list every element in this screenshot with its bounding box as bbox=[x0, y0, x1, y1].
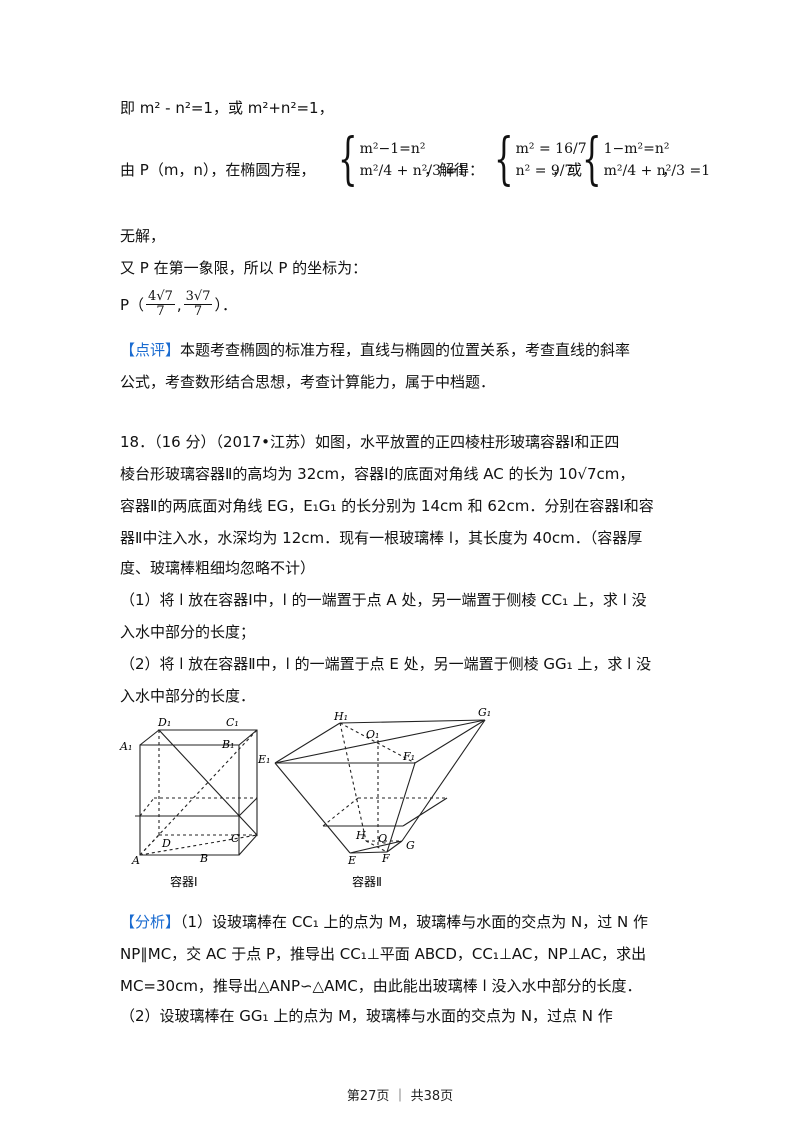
equation: m²−1=n² bbox=[359, 141, 426, 157]
text-line: ，解得： bbox=[424, 161, 485, 179]
brace-icon: { bbox=[582, 127, 602, 192]
label-Q: Q bbox=[378, 832, 387, 845]
label-A: A bbox=[131, 854, 140, 867]
fraction-denominator: 7 bbox=[193, 304, 203, 319]
fraction-denominator: 7 bbox=[156, 304, 165, 319]
text-fragment: P（ bbox=[120, 295, 145, 314]
label-D1: D₁ bbox=[157, 716, 171, 729]
label-E: E bbox=[347, 854, 356, 867]
analysis-tag: 【分析】 bbox=[120, 913, 181, 931]
figure-caption-2: 容器Ⅱ bbox=[352, 874, 382, 889]
fraction-numerator: 4√7 bbox=[146, 289, 175, 305]
review-tag: 【点评】 bbox=[120, 341, 181, 359]
question-line: 度、玻璃棒粗细均忽略不计） bbox=[120, 559, 316, 577]
question-line: 器Ⅱ中注入水，水深均为 12cm．现有一根玻璃棒 l，其长度为 40cm．（容器… bbox=[120, 529, 643, 547]
question-line: 入水中部分的长度． bbox=[120, 687, 256, 705]
label-F: F bbox=[381, 852, 390, 865]
analysis-line: （2）设玻璃棒在 GG₁ 上的点为 M，玻璃棒与水面的交点为 N，过点 N 作 bbox=[120, 1007, 613, 1025]
fraction: 4√7 7 bbox=[146, 290, 175, 319]
label-G: G bbox=[406, 839, 415, 852]
label-H: H bbox=[355, 829, 366, 842]
analysis-text: （1）设玻璃棒在 CC₁ 上的点为 M，玻璃棒与水面的交点为 N，过 N 作 bbox=[180, 913, 649, 931]
label-B1: B₁ bbox=[221, 738, 235, 751]
page-footer: 第27页 ｜ 共38页 bbox=[346, 1089, 454, 1104]
comma: , bbox=[176, 295, 182, 314]
text-line: ， bbox=[662, 161, 678, 179]
label-O1: O₁ bbox=[366, 728, 379, 741]
equation: n² = 9/7 bbox=[515, 163, 574, 179]
review-line: 【点评】本题考查椭圆的标准方程，直线与椭圆的位置关系，考查直线的斜率 bbox=[120, 340, 630, 360]
question-line: 入水中部分的长度； bbox=[120, 623, 256, 641]
text-line: 又 P 在第一象限，所以 P 的坐标为： bbox=[120, 259, 368, 277]
equation: m²/4 + n²/3 =1 bbox=[603, 163, 711, 179]
container-1-drawing bbox=[135, 729, 258, 856]
question-line: （2）将 l 放在容器Ⅱ中，l 的一端置于点 E 处，另一端置于侧棱 GG₁ 上… bbox=[120, 655, 652, 673]
point-coordinates: P（ 4√7 7 , 3√7 7 ）． bbox=[120, 290, 237, 319]
analysis-line: 【分析】（1）设玻璃棒在 CC₁ 上的点为 M，玻璃棒与水面的交点为 N，过 N… bbox=[120, 912, 648, 932]
text-fragment: ）． bbox=[214, 295, 237, 314]
question-line: 棱台形玻璃容器Ⅱ的高均为 32cm，容器Ⅰ的底面对角线 AC 的长为 10√7c… bbox=[120, 465, 635, 483]
analysis-line: NP∥MC，交 AC 于点 P，推导出 CC₁⊥平面 ABCD，CC₁⊥AC，N… bbox=[120, 945, 647, 963]
label-A1: A₁ bbox=[119, 740, 132, 753]
brace-icon: { bbox=[338, 127, 358, 192]
text-line: ，或 bbox=[552, 161, 583, 179]
geometry-figure: D₁ C₁ A₁ B₁ A B C D 容器Ⅰ H₁ G₁ O₁ E₁ F₁ H bbox=[119, 708, 491, 889]
equation: m² = 16/7 bbox=[515, 141, 587, 157]
label-C: C bbox=[231, 832, 240, 845]
label-G1: G₁ bbox=[478, 708, 491, 719]
container-2-drawing bbox=[274, 719, 486, 854]
label-H1: H₁ bbox=[333, 710, 348, 723]
fraction: 3√7 7 bbox=[183, 289, 213, 319]
label-D: D bbox=[161, 837, 171, 850]
text-line: 无解， bbox=[120, 227, 166, 245]
question-line: 容器Ⅱ的两底面对角线 EG，E₁G₁ 的长分别为 14cm 和 62cm．分别在… bbox=[120, 497, 654, 515]
question-line: 18．（16 分）（2017•江苏）如图，水平放置的正四棱柱形玻璃容器Ⅰ和正四 bbox=[120, 433, 620, 451]
label-F1: F₁ bbox=[402, 750, 415, 763]
label-E1: E₁ bbox=[257, 753, 270, 766]
equation: 1−m²=n² bbox=[603, 141, 670, 157]
equation-system: { 1−m²=n² m²/4 + n²/3 =1 bbox=[566, 132, 710, 188]
label-C1: C₁ bbox=[226, 716, 239, 729]
equation: m²/4 + n²/3 =1 bbox=[359, 163, 467, 179]
text-line: 由 P（m，n），在椭圆方程， bbox=[120, 161, 316, 179]
review-line: 公式，考查数形结合思想，考查计算能力，属于中档题． bbox=[120, 373, 496, 391]
brace-icon: { bbox=[494, 127, 514, 192]
analysis-line: MC=30cm，推导出△ANP∽△AMC，由此能出玻璃棒 l 没入水中部分的长度… bbox=[120, 977, 642, 995]
figure-caption-1: 容器Ⅰ bbox=[170, 874, 198, 889]
question-line: （1）将 l 放在容器Ⅰ中，l 的一端置于点 A 处，另一端置于侧棱 CC₁ 上… bbox=[120, 591, 647, 609]
fraction-numerator: 3√7 bbox=[183, 289, 213, 305]
equation-system: { m²−1=n² m²/4 + n²/3 =1 bbox=[322, 132, 466, 188]
text-line: 即 m² - n²=1，或 m²+n²=1， bbox=[120, 99, 334, 117]
label-B: B bbox=[199, 852, 208, 865]
equation-system: { m² = 16/7 n² = 9/7 bbox=[478, 132, 587, 188]
review-text: 本题考查椭圆的标准方程，直线与椭圆的位置关系，考查直线的斜率 bbox=[180, 341, 631, 359]
